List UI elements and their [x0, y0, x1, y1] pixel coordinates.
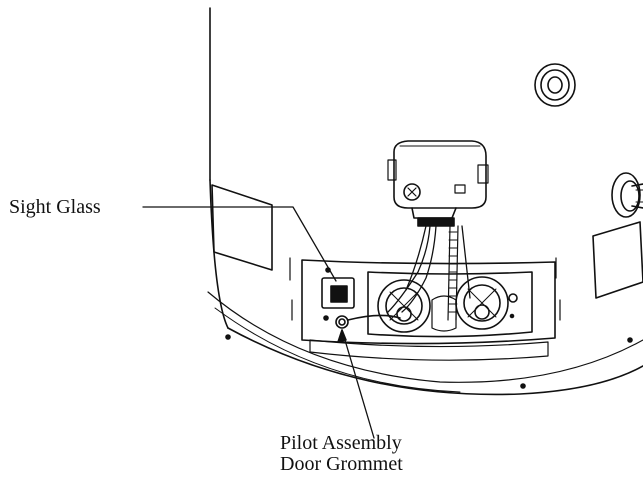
burner-left [377, 279, 431, 333]
pilot-assembly-label: Pilot Assembly [280, 432, 402, 454]
sight-glass-window [321, 267, 355, 321]
leader-arrowhead [337, 329, 347, 343]
burner-right [455, 276, 509, 330]
side-pipe-fitting [611, 172, 643, 218]
sight-glass-label: Sight Glass [9, 196, 101, 218]
pilot-grommet-leader [341, 329, 375, 439]
left-jacket-panel [211, 184, 273, 271]
door-grommet-label: Door Grommet [280, 453, 403, 475]
inner-burner-door [367, 271, 533, 338]
gas-control-valve [387, 140, 489, 227]
pilot-grommet [335, 314, 401, 329]
sight-glass-leader [142, 206, 337, 282]
right-jacket-panel [592, 221, 643, 299]
tank-body [207, 7, 643, 396]
wires-and-conduit [387, 225, 471, 321]
upper-fitting [534, 63, 576, 107]
center-tube [431, 295, 457, 332]
outer-access-door [289, 257, 561, 361]
